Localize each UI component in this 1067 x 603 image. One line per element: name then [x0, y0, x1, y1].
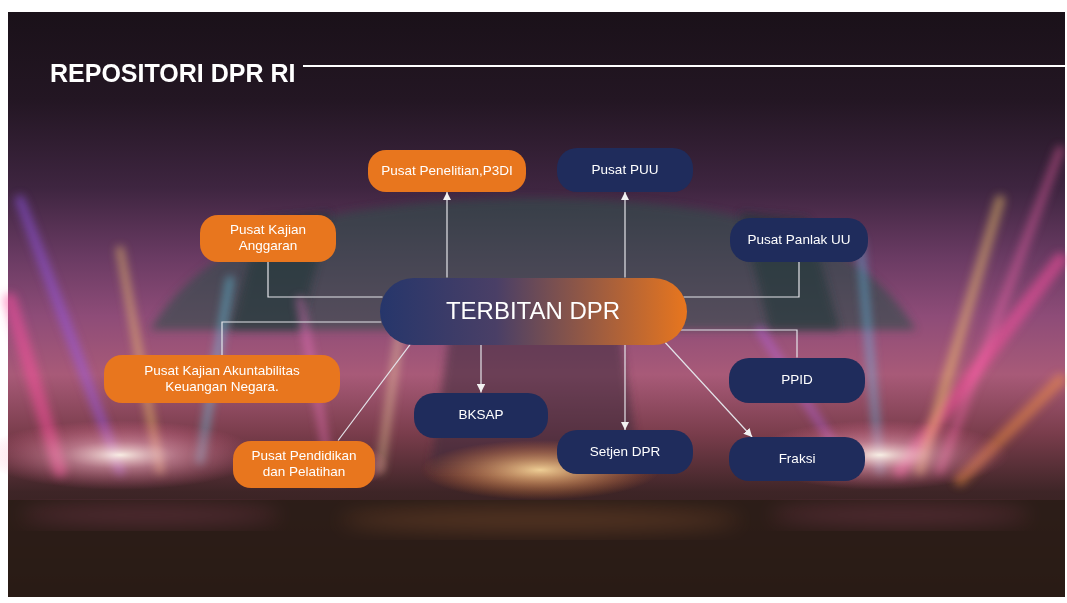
title-bar: REPOSITORI DPR RI	[50, 58, 1067, 88]
box-label: BKSAP	[458, 407, 503, 423]
unit-box: Pusat Pendidikan dan Pelatihan	[233, 441, 375, 488]
box-label: Pusat Panlak UU	[748, 232, 851, 248]
box-label: TERBITAN DPR	[446, 297, 620, 326]
connector-line	[222, 322, 381, 355]
title-rule	[303, 65, 1067, 67]
connector-line	[268, 262, 383, 298]
building-dome	[150, 198, 916, 330]
water-reflection	[20, 505, 280, 525]
box-label: Pusat Kajian Akuntabilitas Keuangan Nega…	[117, 363, 327, 395]
fountain-stream	[380, 330, 400, 470]
box-label: Fraksi	[779, 451, 816, 467]
unit-box: Pusat Panlak UU	[730, 218, 868, 262]
unit-box: Pusat Kajian Akuntabilitas Keuangan Nega…	[104, 355, 340, 403]
water-reflection	[340, 508, 740, 532]
connector-arrow	[624, 345, 625, 431]
connector-line	[338, 344, 410, 440]
unit-box: Setjen DPR	[557, 430, 693, 474]
box-label: Pusat PUU	[592, 162, 659, 178]
water-reflection	[770, 505, 1030, 525]
unit-box: Pusat Kajian Anggaran	[200, 215, 336, 262]
light-glow	[0, 420, 260, 490]
connector-line	[683, 262, 799, 297]
unit-box: BKSAP	[414, 393, 548, 438]
pool-floor	[8, 500, 1065, 597]
connector-arrow	[624, 192, 625, 278]
unit-box: Pusat Penelitian,P3DI	[368, 150, 526, 192]
slide-title: REPOSITORI DPR RI	[50, 58, 295, 88]
box-label: Setjen DPR	[590, 444, 661, 460]
connector-arrow	[480, 345, 481, 393]
box-label: PPID	[781, 372, 813, 388]
box-label: Pusat Penelitian,P3DI	[381, 163, 512, 179]
box-label: Pusat Kajian Anggaran	[218, 222, 318, 254]
fountain-stream	[940, 150, 1060, 470]
unit-box: Pusat PUU	[557, 148, 693, 192]
connector-arrow	[446, 192, 447, 278]
unit-box: Fraksi	[729, 437, 865, 481]
box-label: Pusat Pendidikan dan Pelatihan	[244, 448, 364, 480]
hub-pill: TERBITAN DPR	[380, 278, 687, 345]
photo-ground	[8, 12, 1065, 597]
unit-box: PPID	[729, 358, 865, 403]
connector-line	[681, 330, 797, 358]
